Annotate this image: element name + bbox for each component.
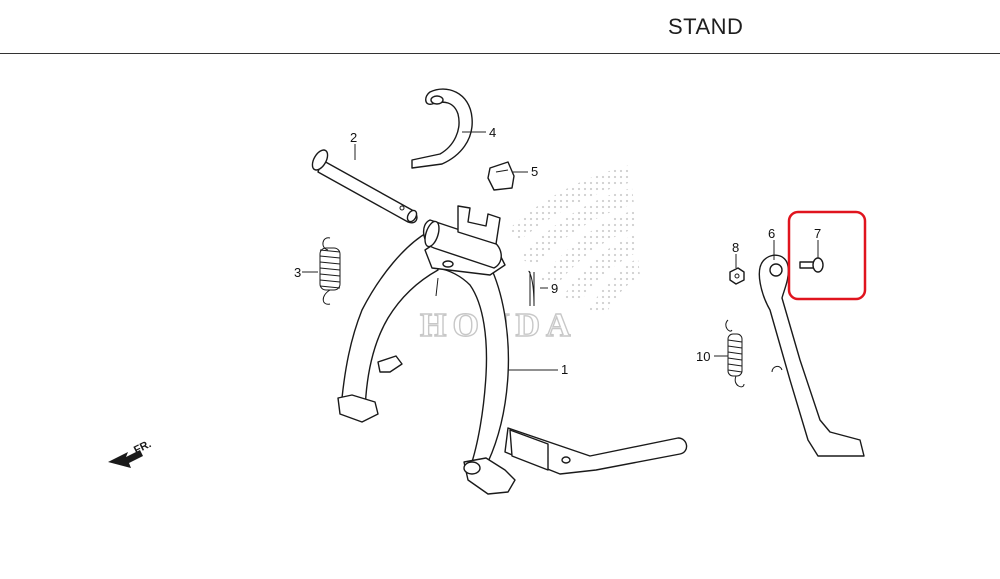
callout-9: 9: [551, 281, 558, 296]
side-stand-nut: [729, 267, 745, 285]
main-stand: [337, 205, 688, 495]
leader-lines: [302, 131, 819, 371]
callout-1: 1: [561, 362, 568, 377]
callout-10: 10: [696, 349, 710, 364]
header-divider: [0, 53, 1000, 54]
highlight-box: [787, 210, 867, 301]
front-label: FR.: [132, 438, 153, 457]
callout-5: 5: [531, 164, 538, 179]
stand-spring: [319, 237, 341, 305]
side-stand-bolt: [799, 257, 824, 273]
callout-3: 3: [294, 265, 301, 280]
page-title: STAND: [668, 14, 744, 39]
side-stand-spring: [725, 319, 745, 388]
stopper-bracket: [411, 88, 473, 169]
callout-7: 7: [814, 226, 821, 241]
arrow-left-icon: [108, 450, 143, 468]
callout-6: 6: [768, 226, 775, 241]
side-stand: [758, 254, 865, 457]
honda-wing-watermark: [508, 165, 640, 314]
front-direction-marker: FR.: [108, 438, 153, 468]
cotter-pin: [528, 270, 535, 307]
rubber-stopper: [487, 161, 515, 191]
callout-4: 4: [489, 125, 496, 140]
callout-2: 2: [350, 130, 357, 145]
pivot-shaft: [311, 149, 418, 224]
callout-8: 8: [732, 240, 739, 255]
